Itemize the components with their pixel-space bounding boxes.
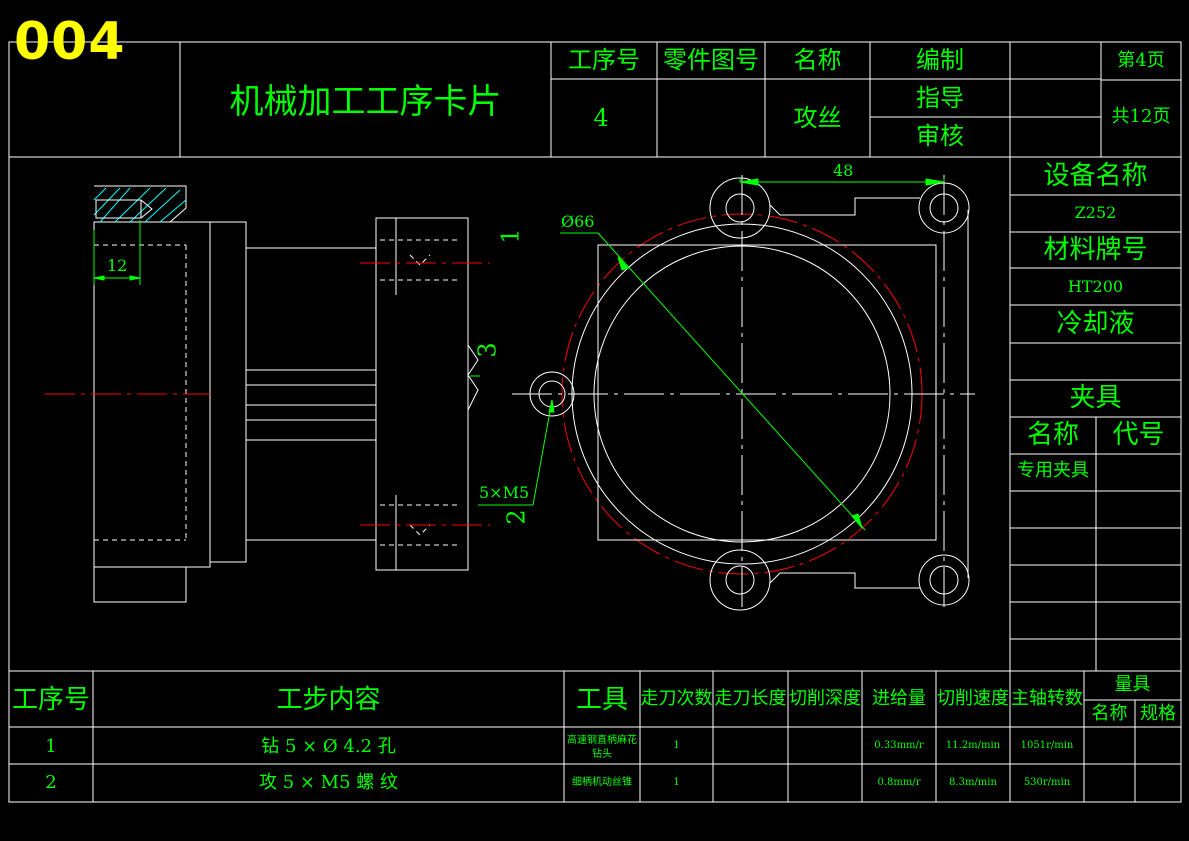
ref-mark-2: 2: [502, 509, 531, 525]
col-depth: 切削深度: [789, 688, 861, 709]
drill-hole-detail: [95, 199, 153, 219]
table-row-2-speed: 8.3m/min: [949, 777, 997, 788]
thread-note: 5×M5: [479, 483, 530, 502]
fixture-label: 夹具: [1069, 383, 1122, 413]
table-row-1-speed: 11.2m/min: [945, 740, 1001, 751]
material-value: HT200: [1067, 277, 1124, 296]
sheet-border: [8, 41, 1182, 803]
col-feed: 进给量: [872, 688, 926, 709]
header-guide-label: 指导: [916, 84, 964, 112]
table-row-2-rpm: 530r/min: [1023, 777, 1071, 788]
ref-mark-1: 1: [496, 228, 525, 244]
fixture-name-value: 专用夹具: [1017, 460, 1089, 481]
col-gauge: 量具: [1114, 674, 1151, 695]
col-rpm: 主轴转数: [1011, 688, 1083, 709]
table-row-2-content: 攻 5 × M5 螺 纹: [258, 772, 399, 793]
equipment-label: 设备名称: [1043, 161, 1148, 191]
table-row-1-passes: 1: [673, 740, 680, 751]
col-op-no: 工序号: [11, 685, 90, 715]
side-view: [93, 185, 479, 603]
table-row-1-feed: 0.33mm/r: [874, 740, 924, 751]
table-row-1-content: 钻 5 × Ø 4.2 孔: [261, 736, 396, 757]
col-length: 走刀长度: [714, 688, 787, 709]
table-row-2-passes: 1: [673, 777, 680, 788]
page-number: 第4页: [1117, 50, 1165, 71]
dim-48: 48: [833, 161, 854, 180]
dimensions: [93, 178, 945, 531]
header-name-value: 攻丝: [793, 104, 842, 132]
material-label: 材料牌号: [1043, 235, 1148, 265]
col-tool: 工具: [575, 685, 628, 715]
header-compile-label: 编制: [916, 46, 964, 74]
table-row-1-op-no: 1: [45, 736, 57, 757]
sheet-id: 004: [14, 12, 126, 72]
centerlines: [45, 213, 923, 575]
header-review-label: 审核: [916, 122, 964, 150]
table-row-2-feed: 0.8mm/r: [877, 777, 921, 788]
header-part-no-label: 零件图号: [663, 46, 759, 74]
hatch-section: [93, 187, 187, 223]
col-content: 工步内容: [276, 685, 381, 715]
col-passes: 走刀次数: [640, 688, 713, 709]
fixture-name-label: 名称: [1026, 420, 1079, 450]
front-centerlines: [512, 175, 975, 610]
table-row-2-tool: 细柄机动丝锥: [572, 777, 632, 788]
col-gauge-name: 名称: [1091, 703, 1128, 724]
table-row-2-op-no: 2: [45, 772, 57, 793]
table-row-1-rpm: 1051r/min: [1020, 740, 1074, 751]
ref-mark-3: 3: [473, 342, 502, 358]
fixture-code-label: 代号: [1112, 420, 1165, 450]
header-op-no-label: 工序号: [568, 46, 640, 74]
col-gauge-spec: 规格: [1140, 703, 1176, 724]
dim-phi66: Ø66: [561, 212, 595, 231]
header-name-label: 名称: [793, 46, 842, 74]
hidden-lines: [94, 239, 460, 546]
col-speed: 切削速度: [937, 688, 1009, 709]
page-total: 共12页: [1111, 106, 1171, 127]
header-op-no-value: 4: [593, 104, 609, 132]
coolant-label: 冷却液: [1056, 309, 1135, 339]
card-title: 机械加工工序卡片: [229, 82, 502, 122]
table-row-1-tool: 高速钢直柄麻花钻头: [567, 735, 637, 760]
equipment-value: Z252: [1074, 203, 1117, 222]
dim-12: 12: [107, 256, 128, 275]
